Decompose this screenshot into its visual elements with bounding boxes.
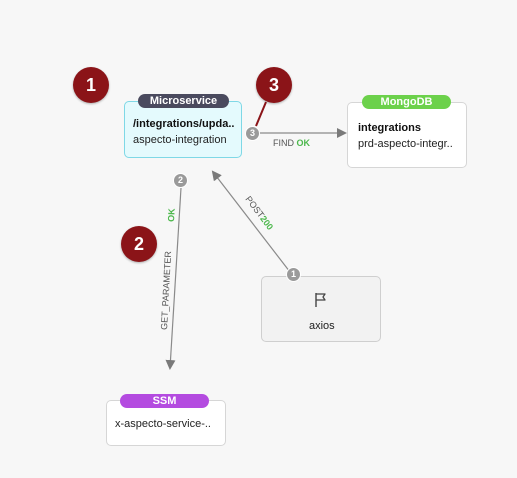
microservice-subtitle: aspecto-integration bbox=[133, 134, 227, 146]
axios-label: axios bbox=[309, 320, 335, 332]
annotation-marker-1: 1 bbox=[73, 67, 109, 103]
microservice-title: /integrations/upda.. bbox=[133, 118, 235, 130]
mongodb-node[interactable] bbox=[347, 102, 467, 168]
mongodb-subtitle: prd-aspecto-integr.. bbox=[358, 138, 453, 150]
edge-find-badge: 3 bbox=[245, 126, 260, 141]
annotation-marker-2: 2 bbox=[121, 226, 157, 262]
edge-post-label: POST200 bbox=[243, 194, 275, 232]
microservice-tag: Microservice bbox=[138, 94, 229, 108]
ssm-subtitle: x-aspecto-service-.. bbox=[115, 418, 211, 430]
axios-node[interactable] bbox=[261, 276, 381, 342]
ssm-tag: SSM bbox=[120, 394, 209, 408]
edge-post[interactable] bbox=[211, 170, 291, 273]
edge-post-badge: 1 bbox=[286, 267, 301, 282]
flag-icon bbox=[313, 292, 329, 308]
edge-find-label: FIND OK bbox=[273, 138, 311, 148]
annotation-marker-3: 3 bbox=[256, 67, 292, 103]
edge-get-parameter-status: OK bbox=[166, 208, 177, 223]
mongodb-tag: MongoDB bbox=[362, 95, 451, 109]
edge-get-parameter-label: GET_PARAMETER bbox=[159, 250, 173, 330]
edge-get-parameter-badge: 2 bbox=[173, 173, 188, 188]
mongodb-title: integrations bbox=[358, 122, 421, 134]
edge-find-status: OK bbox=[297, 138, 311, 148]
edge-get-parameter[interactable] bbox=[165, 187, 182, 370]
marker-3-pointer bbox=[255, 101, 267, 127]
microservice-node[interactable] bbox=[124, 101, 242, 158]
